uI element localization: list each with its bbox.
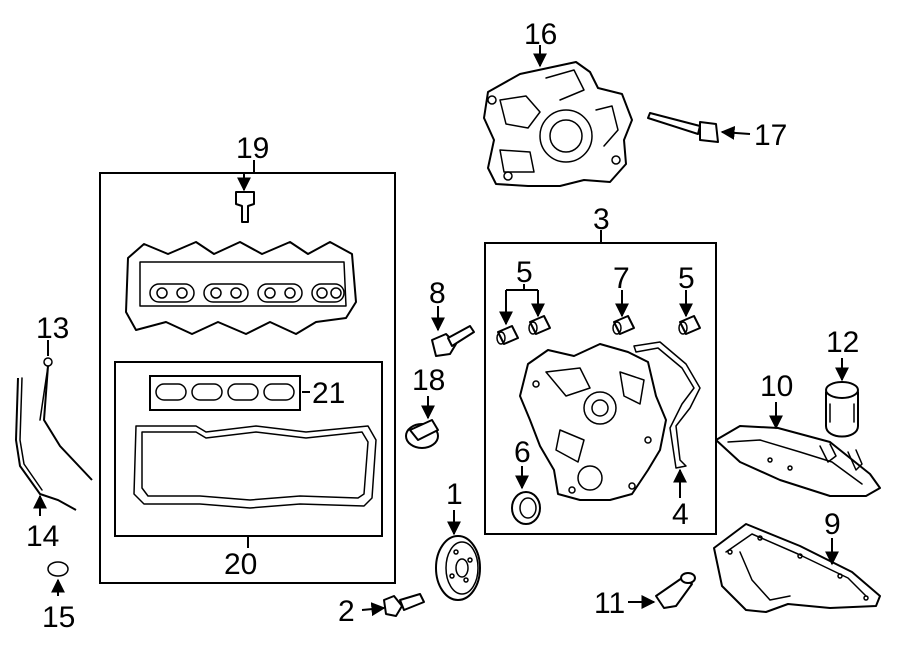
callout-17: 17 [754, 119, 787, 152]
callout-15: 15 [42, 601, 75, 634]
callout-21: 21 [312, 377, 345, 410]
callout-5b: 5 [678, 262, 695, 295]
callout-3: 3 [593, 203, 610, 236]
callout-11: 11 [594, 587, 625, 620]
spark-plug-tube-seal-box [149, 375, 301, 411]
valve-cover-gasket-part [133, 425, 377, 509]
drain-plug-part [655, 572, 696, 609]
pump-bolt-part [647, 112, 719, 143]
sensor-bolt-part [431, 325, 475, 357]
valve-cover-part [125, 191, 357, 335]
vibration-damper-part [435, 535, 481, 601]
valve-cover-group-box [99, 172, 396, 584]
oil-pump-housing-part [483, 61, 633, 187]
callout-10: 10 [760, 370, 793, 403]
dipstick-tube-part [14, 377, 77, 511]
leader-lines [33, 45, 849, 617]
dowel-pins-part [496, 315, 701, 345]
callout-8: 8 [429, 277, 446, 310]
oil-pan-part [713, 523, 881, 613]
callout-12: 12 [826, 326, 859, 359]
callout-9: 9 [824, 508, 841, 541]
callout-14: 14 [26, 520, 59, 553]
callout-7: 7 [613, 262, 630, 295]
callout-6: 6 [514, 436, 531, 469]
timing-cover-gasket-part [633, 341, 701, 469]
callout-18: 18 [412, 364, 445, 397]
callout-labels: 16 17 19 3 5 7 5 8 13 12 18 21 10 6 1 4 … [26, 18, 859, 634]
dipstick-part [39, 357, 93, 481]
timing-cover-part [519, 343, 667, 501]
callout-13: 13 [36, 312, 69, 345]
callout-4: 4 [672, 498, 689, 531]
callout-19: 19 [236, 132, 269, 165]
crankshaft-seal-part [511, 491, 541, 525]
callout-2: 2 [338, 595, 355, 628]
oil-filler-cap-part [405, 419, 439, 449]
callout-16: 16 [524, 18, 557, 51]
callout-20: 20 [224, 548, 257, 581]
oil-filter-part [825, 381, 859, 438]
windage-tray-part [715, 425, 881, 497]
callout-5a: 5 [516, 256, 533, 289]
tube-seals-part [155, 383, 295, 401]
damper-bolt-part [383, 593, 425, 617]
callout-1: 1 [446, 478, 463, 511]
o-ring-part [47, 561, 69, 577]
